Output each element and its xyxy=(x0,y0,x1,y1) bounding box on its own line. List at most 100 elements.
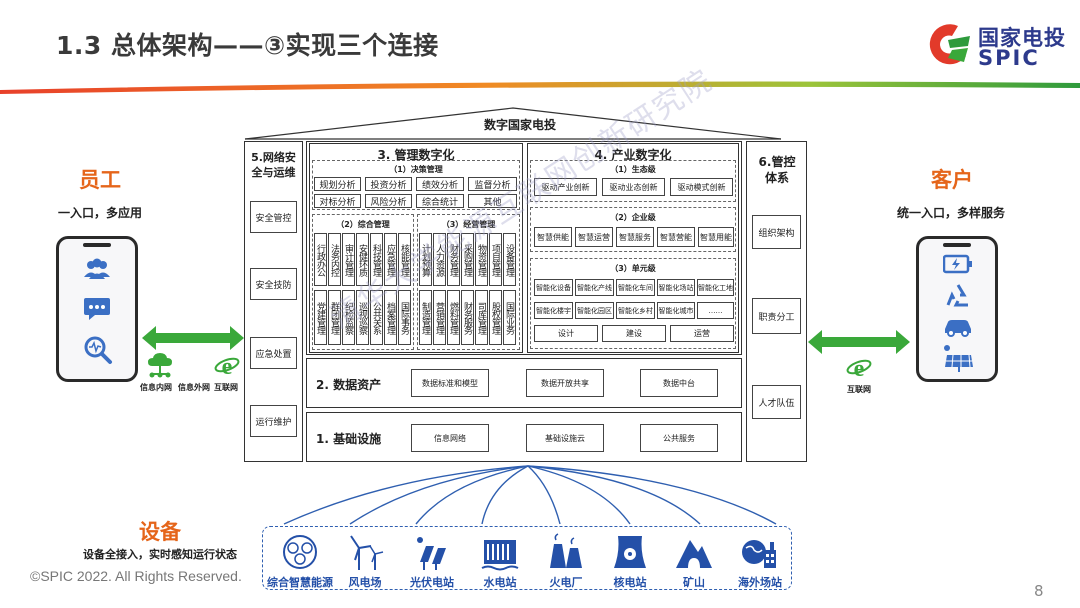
general-item: 国际事务 xyxy=(398,290,411,345)
svg-text:e: e xyxy=(222,354,233,378)
enterprise-title: （2）企业级 xyxy=(610,213,656,222)
general-title: （2）综合管理 xyxy=(336,220,390,229)
general-item: 科技管理 xyxy=(370,233,383,286)
page-title: 1.3 总体架构——③实现三个连接 xyxy=(56,31,439,60)
network-intranet-label: 信息内网 xyxy=(140,383,172,392)
unit-item: 智能化车间 xyxy=(616,279,655,296)
operations-item: 财务服务 xyxy=(461,290,474,345)
header-stripe xyxy=(0,81,1080,94)
infrastructure-item: 信息网络 xyxy=(411,424,489,452)
chat-icon xyxy=(84,298,110,320)
device-site-label: 矿山 xyxy=(683,576,705,589)
integrated-energy-icon xyxy=(283,535,317,569)
overseas-station-icon xyxy=(742,540,776,568)
decision-title: （1）决策管理 xyxy=(389,165,443,174)
unit-item: …… xyxy=(697,302,734,319)
control-item-talent: 人才队伍 xyxy=(752,385,801,419)
decision-item: 对标分析 xyxy=(314,194,361,208)
wind-turbine-icon xyxy=(350,535,384,570)
unit-title: （3）单元级 xyxy=(610,264,656,273)
data-assets-item: 数据标准和模型 xyxy=(411,369,489,397)
thermal-plant-icon xyxy=(550,533,582,568)
unit-item: 设计 xyxy=(534,325,598,342)
network-internet-label: 互联网 xyxy=(214,383,238,392)
enterprise-item: 智慧用能 xyxy=(698,227,734,247)
operations-item: 物资管理 xyxy=(475,233,488,286)
employees-title: 员工 xyxy=(79,168,121,192)
management-title: 3. 管理数字化 xyxy=(377,148,455,162)
logo-text-en: SPIC xyxy=(978,46,1040,70)
network-extranet-label: 信息外网 xyxy=(178,383,210,392)
data-assets-item: 数据开放共享 xyxy=(526,369,604,397)
enterprise-level-group xyxy=(530,207,736,252)
general-item: 审计管理 xyxy=(342,233,355,286)
decision-item: 综合统计 xyxy=(416,194,464,208)
unit-item: 智能化设备 xyxy=(534,279,573,296)
framework-roof xyxy=(244,107,782,140)
customer-connection-arrow xyxy=(808,330,910,354)
svg-text:e: e xyxy=(854,356,865,380)
ecology-item: 驱动产业创新 xyxy=(534,178,597,196)
employee-phone xyxy=(56,236,138,382)
unit-item: 智能化产线 xyxy=(575,279,614,296)
general-item: 纪检监察 xyxy=(342,290,355,345)
general-item: 巡视巡察 xyxy=(356,290,369,345)
control-item-duties: 职责分工 xyxy=(752,298,801,334)
operations-item: 营销管理 xyxy=(433,290,446,345)
customers-title: 客户 xyxy=(931,168,973,192)
operations-item: 设备管理 xyxy=(503,233,516,286)
operations-title: （3）经营管理 xyxy=(441,220,496,229)
devices-title: 设备 xyxy=(139,520,181,544)
unit-item: 智能化园区 xyxy=(575,302,614,319)
internet-explorer-icon-right: e xyxy=(846,356,872,380)
device-site-label: 火电厂 xyxy=(549,576,583,589)
decision-item: 绩效分析 xyxy=(416,177,464,191)
industry-title: 4. 产业数字化 xyxy=(594,148,672,162)
operations-item: 人力资源 xyxy=(433,233,446,286)
employee-connection-arrow xyxy=(142,326,244,350)
general-item: 法务内控 xyxy=(328,233,341,286)
security-item-emergency: 应急处置 xyxy=(250,337,297,369)
operations-item: 股权管理 xyxy=(489,290,502,345)
security-item-control: 安全管控 xyxy=(250,201,297,233)
framework-roof-label: 数字国家电投 xyxy=(483,118,556,132)
operations-item: 制造管理 xyxy=(419,290,432,345)
operations-item: 燃料管理 xyxy=(447,290,460,345)
device-connection-lines xyxy=(283,465,777,525)
decision-item: 监督分析 xyxy=(468,177,517,191)
device-site-label: 水电站 xyxy=(483,576,517,589)
infrastructure-title: 1. 基础设施 xyxy=(316,432,382,446)
general-item: 安健环质 xyxy=(356,233,369,286)
enterprise-item: 智慧运营 xyxy=(575,227,613,247)
general-item: 行政办公 xyxy=(314,233,327,286)
operations-item: 采购管理 xyxy=(461,233,474,286)
users-icon xyxy=(84,258,110,279)
control-title: 6.管控体系 xyxy=(758,155,796,185)
spic-logo-icon xyxy=(929,24,970,65)
decision-item: 投资分析 xyxy=(365,177,412,191)
ecology-title: （1）生态级 xyxy=(610,165,656,174)
general-item: 应急管理 xyxy=(384,233,397,286)
device-site-label: 光伏电站 xyxy=(410,576,454,589)
unit-item: 智能化城市 xyxy=(657,302,695,319)
device-site-label: 综合智慧能源 xyxy=(267,576,333,589)
mine-icon xyxy=(676,540,712,568)
decision-item: 风险分析 xyxy=(365,194,412,208)
operations-item: 国际业务 xyxy=(503,290,516,345)
device-site-label: 核电站 xyxy=(613,576,647,589)
general-item: 档案管理 xyxy=(384,290,397,345)
device-sites-panel xyxy=(262,526,792,590)
general-item: 公共关系 xyxy=(370,290,383,345)
ecology-item: 驱动业态创新 xyxy=(602,178,665,196)
unit-item: 智能化工地 xyxy=(697,279,734,296)
infrastructure-item: 公共服务 xyxy=(640,424,718,452)
nuclear-plant-icon xyxy=(614,536,646,568)
customers-subtitle: 统一入口，多样服务 xyxy=(896,206,1005,220)
data-assets-item: 数据中台 xyxy=(640,369,718,397)
intranet-icon xyxy=(148,353,172,378)
enterprise-item: 智慧供能 xyxy=(534,227,572,247)
devices-subtitle: 设备全接入，实时感知运行状态 xyxy=(83,548,237,561)
unit-item: 智能化楼宇 xyxy=(534,302,573,319)
operations-management-group xyxy=(417,214,520,350)
unit-item: 智能化场站 xyxy=(657,279,695,296)
